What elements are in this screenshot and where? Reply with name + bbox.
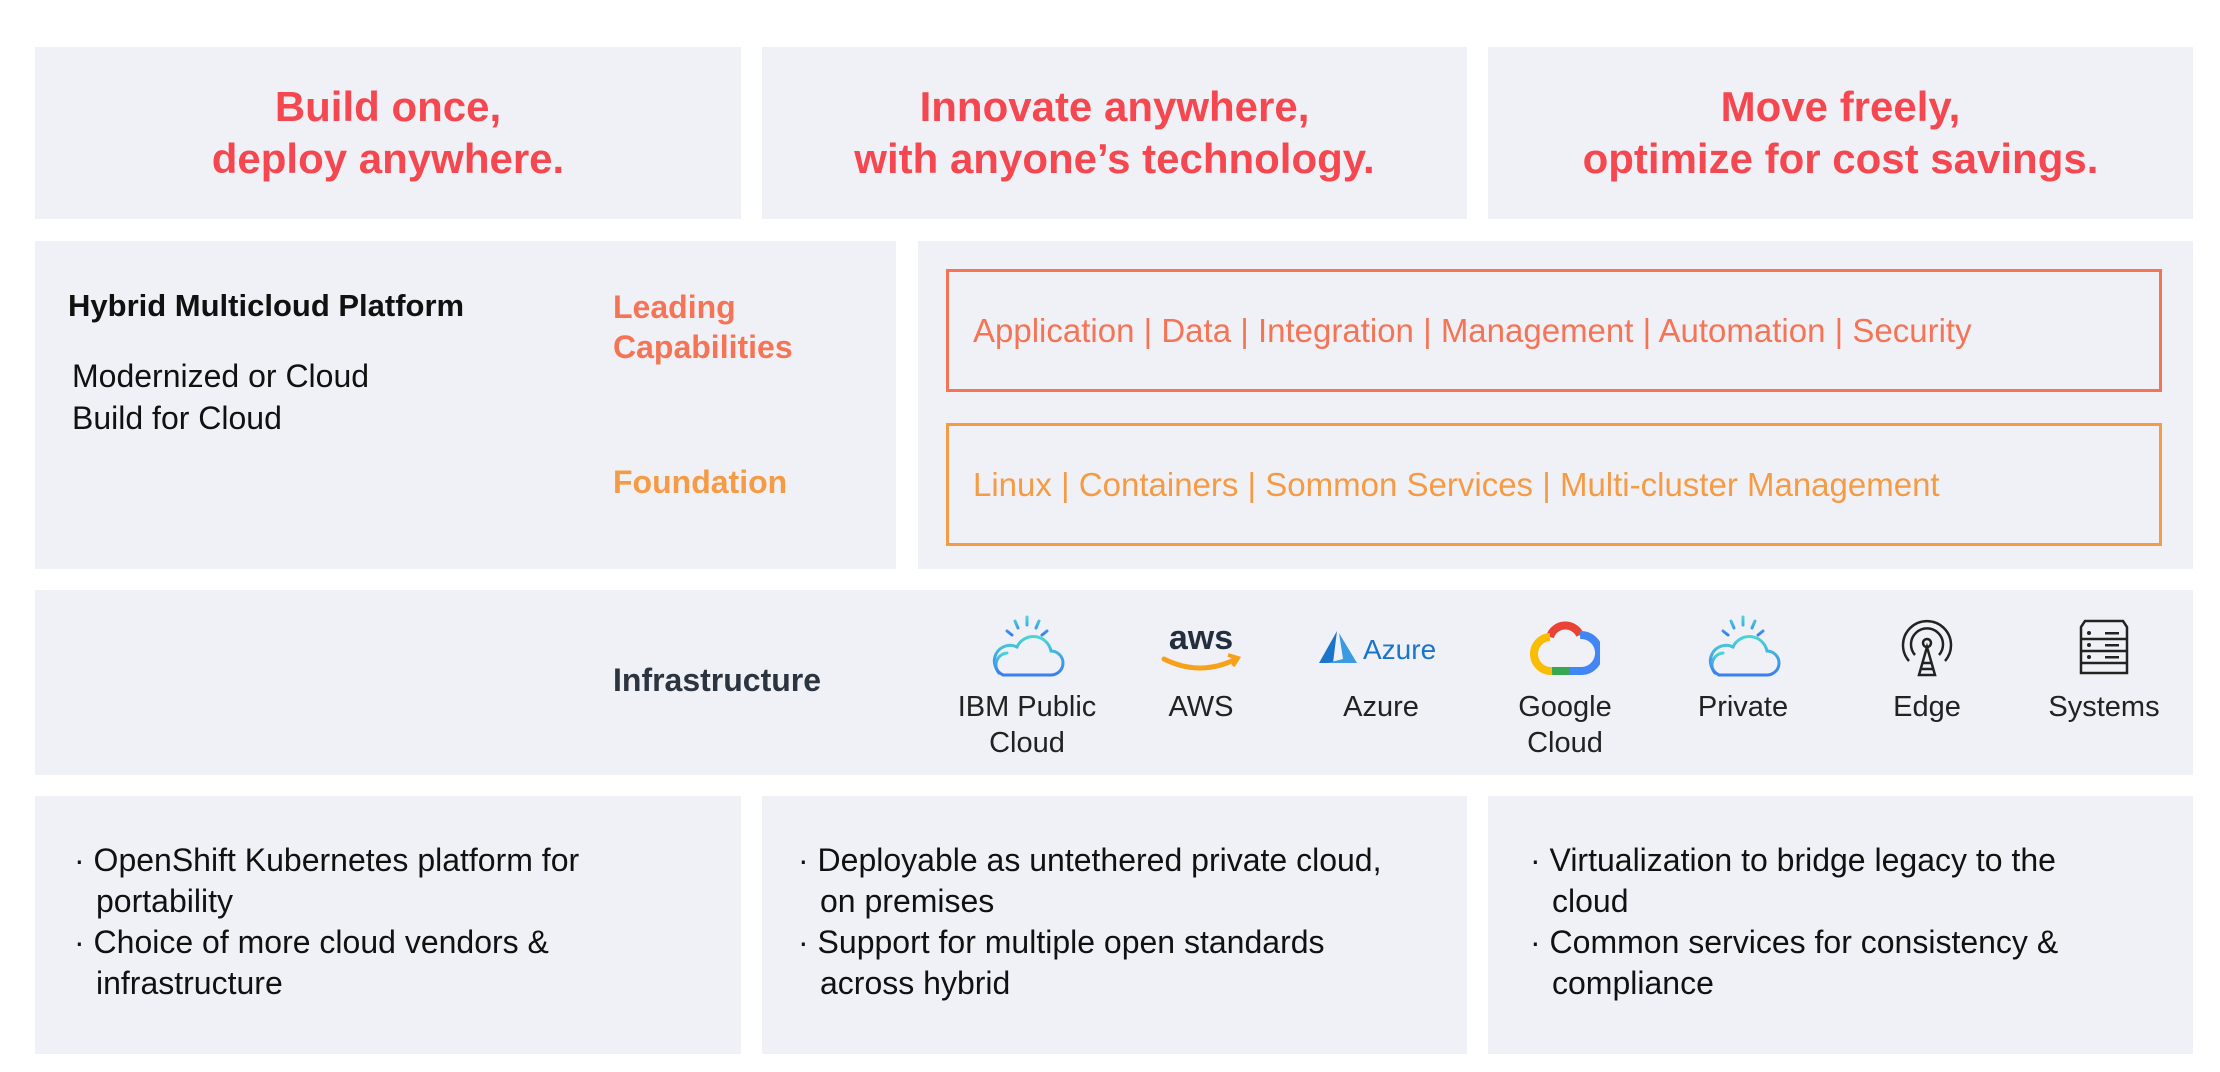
- headline-line: Build once,: [274, 83, 502, 130]
- aws-logo-icon: aws: [1161, 619, 1242, 671]
- layers-panel: [918, 241, 2193, 569]
- headline-line: deploy anywhere.: [211, 135, 565, 182]
- benefits-list-2: Deployable as untethered private cloud, …: [798, 840, 1408, 1004]
- infra-label: Cloud: [989, 727, 1065, 759]
- infrastructure-label: Infrastructure: [613, 662, 822, 698]
- infra-label: Cloud: [1527, 727, 1603, 759]
- azure-logo-text: Azure: [1363, 634, 1436, 665]
- headline-panel-1: Build once, deploy anywhere.: [35, 47, 741, 219]
- benefit-item: Deployable as untethered private cloud, …: [798, 840, 1408, 922]
- infra-label: Private: [1697, 691, 1789, 723]
- infra-label: AWS: [1168, 691, 1234, 723]
- infra-label: Azure: [1343, 691, 1419, 723]
- infra-aws: aws AWS: [1111, 615, 1291, 725]
- leading-label-line: Capabilities: [613, 329, 793, 365]
- platform-line: Build for Cloud: [72, 400, 282, 436]
- infra-private: Private: [1653, 615, 1833, 725]
- headline-panel-3: Move freely, optimize for cost savings.: [1488, 47, 2193, 219]
- headline-line: Move freely,: [1720, 83, 1961, 130]
- server-rack-icon: [2079, 619, 2129, 675]
- azure-logo-icon: Azure: [1319, 631, 1436, 665]
- headline-line: with anyone’s technology.: [854, 135, 1375, 182]
- google-cloud-icon: [1530, 621, 1600, 675]
- benefit-item: OpenShift Kubernetes platform for portab…: [74, 840, 674, 922]
- ibm-cloud-icon: [992, 615, 1065, 677]
- private-cloud-icon: [1708, 615, 1781, 677]
- benefit-item: Common services for consistency & compli…: [1530, 922, 2130, 1004]
- benefit-item: Choice of more cloud vendors & infrastru…: [74, 922, 674, 1004]
- platform-line: Modernized or Cloud: [72, 358, 370, 394]
- leading-capabilities-box: Application | Data | Integration | Manag…: [946, 269, 2162, 392]
- aws-logo-text: aws: [1169, 619, 1233, 657]
- foundation-box: Linux | Containers | Sommon Services | M…: [946, 423, 2162, 546]
- benefit-item: Virtualization to bridge legacy to the c…: [1530, 840, 2130, 922]
- leading-capabilities-items: Application | Data | Integration | Manag…: [973, 311, 1972, 349]
- edge-tower-icon: [1901, 619, 1953, 677]
- headline-panel-2: Innovate anywhere, with anyone’s technolo…: [762, 47, 1467, 219]
- infra-systems: Systems: [2014, 615, 2194, 725]
- leading-label-line: Leading: [613, 289, 736, 325]
- infra-edge: Edge: [1837, 615, 2017, 725]
- benefit-item: Support for multiple open standards acro…: [798, 922, 1408, 1004]
- infra-label: Systems: [2048, 691, 2160, 723]
- leading-capabilities-label: Leading Capabilities: [613, 287, 793, 367]
- infra-label: Google: [1518, 691, 1612, 723]
- platform-title: Hybrid Multicloud Platform: [68, 288, 465, 323]
- infrastructure-panel: [35, 590, 2193, 775]
- infra-label: Edge: [1893, 691, 1961, 723]
- headline-line: optimize for cost savings.: [1582, 135, 2099, 182]
- platform-description: Modernized or Cloud Build for Cloud: [72, 355, 369, 439]
- foundation-label: Foundation: [613, 464, 788, 500]
- infra-azure: Azure Azure: [1291, 615, 1471, 725]
- platform-panel: [35, 241, 896, 569]
- benefits-list-1: OpenShift Kubernetes platform for portab…: [74, 840, 674, 1004]
- infra-label: IBM Public: [957, 691, 1097, 723]
- headline-line: Innovate anywhere,: [919, 83, 1310, 130]
- benefits-list-3: Virtualization to bridge legacy to the c…: [1530, 840, 2130, 1004]
- foundation-items: Linux | Containers | Sommon Services | M…: [973, 465, 1940, 503]
